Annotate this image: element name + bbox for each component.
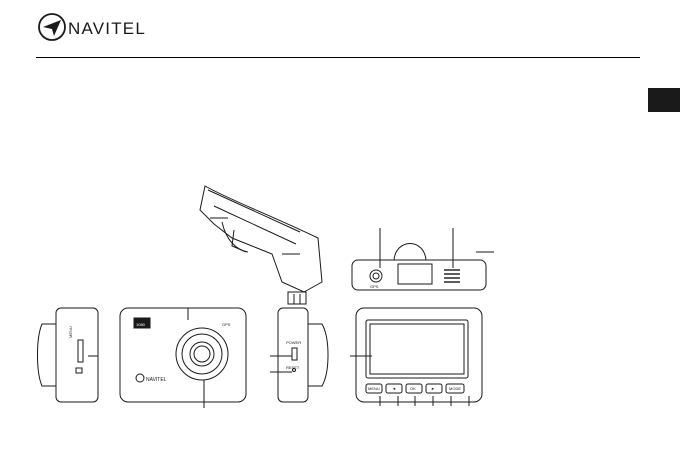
back-button-mode: MODE bbox=[449, 386, 461, 391]
left-menu-label: MENU bbox=[68, 326, 73, 338]
language-tab bbox=[648, 88, 680, 112]
brand-name: NAVITEL bbox=[68, 19, 146, 38]
back-button-menu: MENU bbox=[368, 386, 380, 391]
windshield-mount bbox=[199, 185, 323, 305]
back-button-left: ◄ bbox=[392, 386, 396, 391]
front-gps-badge: GPS bbox=[222, 322, 231, 327]
front-resolution-badge: 1080 bbox=[136, 322, 146, 327]
navitel-logo-icon bbox=[38, 13, 66, 41]
front-brand-label: NAVITEL bbox=[146, 377, 167, 383]
top-gps-label: GPS bbox=[370, 284, 379, 289]
back-view bbox=[355, 307, 483, 403]
power-port-label: POWER bbox=[286, 340, 301, 345]
back-button-ok: OK bbox=[410, 386, 416, 391]
back-button-right: ► bbox=[431, 386, 435, 391]
right-side-view bbox=[277, 307, 329, 403]
top-view bbox=[351, 243, 487, 291]
reset-label: RESET bbox=[286, 365, 300, 370]
left-side-view bbox=[37, 307, 99, 403]
header-divider bbox=[36, 57, 640, 58]
button-callouts bbox=[379, 396, 470, 406]
front-view bbox=[119, 307, 247, 403]
